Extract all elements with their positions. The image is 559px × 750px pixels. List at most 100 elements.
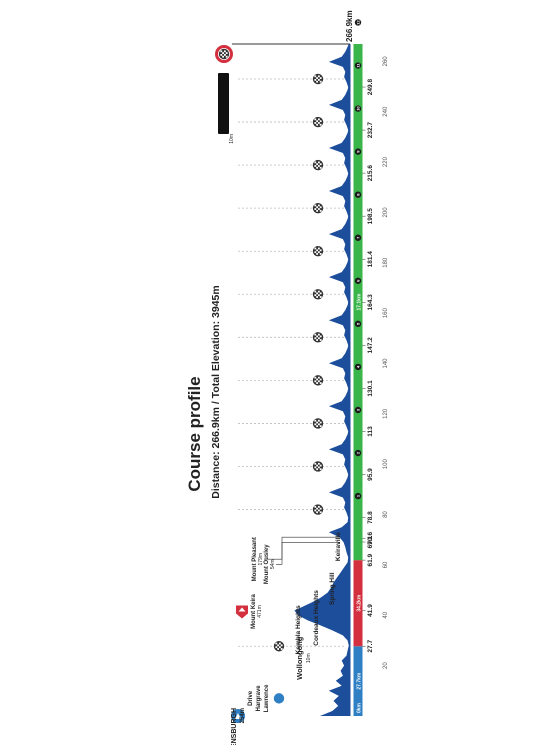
checker-square (314, 165, 317, 167)
checker-square (318, 419, 320, 422)
lap-number-marker (354, 363, 362, 371)
lap-number-marker (354, 62, 362, 69)
lap-number-marker (354, 277, 362, 284)
bar-km-label: 95.9 (367, 468, 374, 481)
lap-number-marker (354, 320, 362, 328)
checker-square (314, 423, 317, 426)
checker-square (319, 421, 322, 424)
start-name: HELENSBURGH (231, 708, 238, 745)
bar-start-label: 0km (357, 702, 363, 713)
lap-number-label: 6 (356, 279, 361, 282)
climb-elevation: 54m (270, 559, 276, 569)
checker-square (319, 80, 322, 83)
checker-square (319, 335, 322, 338)
checker-square (319, 425, 322, 428)
finish-name: WOLLONGONG (218, 134, 228, 202)
x-tick-label: 100 (383, 459, 389, 470)
finish-elevation: 10m (229, 134, 235, 144)
checker-square (316, 464, 318, 467)
checker-square (319, 206, 322, 209)
checker-square (316, 296, 318, 298)
checker-square (225, 55, 228, 58)
sprint-icon (312, 461, 324, 472)
bar-km-label: 181.4 (367, 251, 374, 268)
x-tick-label: 80 (383, 511, 389, 518)
checker-square (318, 118, 320, 121)
checker-square (316, 80, 318, 83)
lap-number-marker (354, 191, 362, 198)
checker-square (279, 642, 281, 645)
bar-km-label: 41.9 (367, 604, 374, 617)
checker-square (318, 376, 320, 379)
checker-square (319, 511, 322, 514)
summit-marker (236, 605, 248, 619)
checker-square (314, 333, 317, 336)
lap-number-label: 10 (356, 106, 361, 111)
callout-line (264, 536, 340, 560)
elevation-profile-area (294, 44, 350, 716)
x-tick-label: 120 (383, 408, 389, 419)
checker-square (318, 337, 320, 340)
checker-square (314, 419, 317, 422)
checker-square (316, 425, 318, 428)
landmark-marker (273, 693, 285, 704)
lap-number-label: 1 (356, 494, 361, 497)
checker-square (314, 509, 317, 512)
lap-number-marker (354, 492, 362, 500)
sprint-icon (312, 504, 324, 515)
callout-line (276, 541, 340, 565)
checker-square (314, 290, 317, 293)
lap-number-label: 7 (356, 236, 361, 239)
checker-square (316, 335, 318, 338)
finish-icon (218, 48, 230, 60)
checker-square (316, 166, 318, 169)
checker-square (318, 251, 320, 254)
waypoint-name: Wollongong (295, 636, 304, 680)
checker-square (314, 380, 317, 383)
lap-number-marker (354, 449, 362, 457)
checker-square (319, 507, 322, 510)
checker-square (319, 296, 322, 298)
checker-square (316, 206, 318, 209)
checker-square (319, 166, 322, 169)
climb-name: Mount Keira (251, 594, 257, 629)
checker-square (316, 339, 318, 341)
checker-square (318, 290, 320, 293)
climb-name: Spring Hill (329, 572, 336, 605)
checker-square (318, 333, 320, 336)
x-tick-label: 60 (383, 561, 389, 568)
finish-marker (215, 45, 233, 63)
x-tick-label: 200 (383, 207, 389, 218)
checker-square (319, 209, 322, 212)
sprint-icon (312, 332, 324, 343)
x-tick-label: 160 (383, 307, 389, 318)
sprint-icon (273, 641, 285, 652)
checker-square (314, 78, 317, 81)
checker-square (319, 468, 322, 471)
checker-square (318, 75, 320, 78)
checker-square (318, 208, 320, 210)
bar-km-label: 70.6 (367, 532, 374, 545)
climb-name: Hargrave (256, 685, 262, 712)
checker-square (280, 644, 283, 647)
climb-name: Drive (248, 690, 254, 706)
checker-square (316, 77, 318, 79)
chart-subtitle: Distance: 266.9km / Total Elevation: 394… (210, 285, 222, 498)
bar-km-label: 69.1 (367, 535, 374, 548)
x-tick-label: 140 (383, 358, 389, 369)
x-tick-label: 180 (383, 257, 389, 268)
lap-number-label: 11 (356, 63, 361, 68)
checker-square (275, 642, 278, 645)
checker-square (316, 421, 318, 424)
checker-square (319, 292, 322, 295)
checker-square (319, 339, 322, 341)
bar-km-label: 147.2 (367, 337, 374, 354)
lap-number-marker (354, 19, 362, 26)
checker-square (316, 382, 318, 384)
checker-square (318, 294, 320, 297)
segment-length-label: 27.7km (357, 672, 363, 690)
x-tick-label: 260 (383, 56, 389, 67)
lap-number-marker (354, 406, 362, 414)
checker-square (277, 648, 279, 650)
